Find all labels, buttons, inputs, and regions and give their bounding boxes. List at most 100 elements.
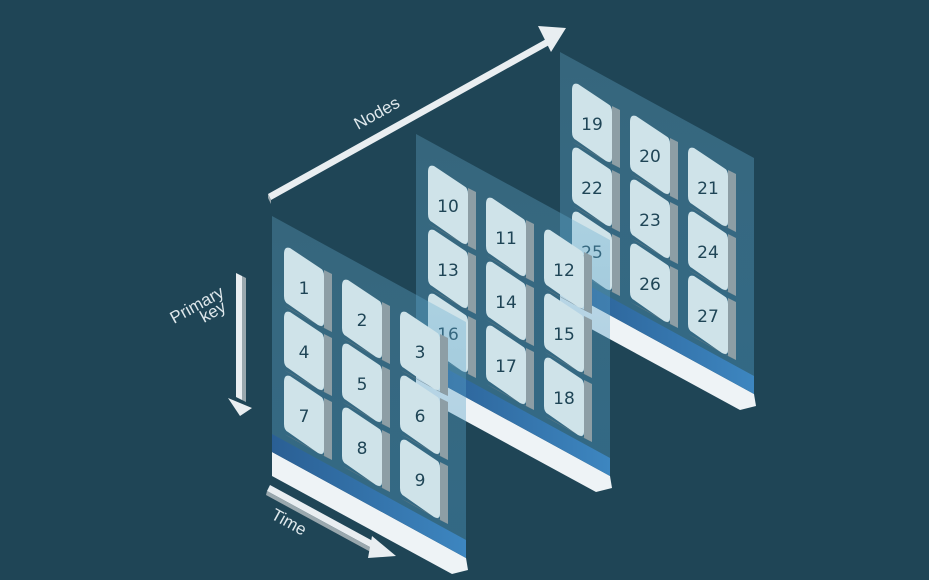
tile: 5 — [342, 343, 390, 428]
tile-side — [584, 380, 592, 442]
tile-face — [572, 83, 612, 162]
tile-face — [544, 229, 584, 308]
tile-face — [630, 115, 670, 194]
tile: 10 — [428, 165, 476, 250]
tile-number: 20 — [639, 147, 661, 167]
node-base-edge — [272, 452, 468, 574]
tile: 24 — [688, 211, 736, 296]
tile-side — [612, 106, 620, 168]
tile-face — [342, 407, 382, 486]
tile-number: 23 — [639, 211, 661, 231]
primary-key-axis-arrow — [228, 273, 252, 416]
tile: 1 — [284, 247, 332, 332]
tile: 21 — [688, 147, 736, 232]
tile-number: 18 — [553, 389, 575, 409]
tile-number: 4 — [299, 343, 310, 363]
nodes-axis-arrow — [268, 26, 566, 204]
tile-side — [382, 302, 390, 364]
tile-side — [526, 284, 534, 346]
tile-number: 8 — [357, 439, 368, 459]
tile-number: 15 — [553, 325, 575, 345]
tile-side — [468, 316, 476, 378]
tile: 26 — [630, 243, 678, 328]
tile: 27 — [688, 275, 736, 360]
time-axis-arrow — [266, 485, 396, 558]
tile-side — [468, 188, 476, 250]
tile-side — [612, 234, 620, 296]
tile: 12 — [544, 229, 592, 314]
tile: 8 — [342, 407, 390, 492]
tile: 7 — [284, 375, 332, 460]
tile-number: 10 — [437, 197, 459, 217]
tile-face — [544, 357, 584, 436]
tile-face — [342, 279, 382, 358]
tile-side — [440, 398, 448, 460]
tile: 18 — [544, 357, 592, 442]
tile-number: 22 — [581, 179, 603, 199]
tile-face — [688, 275, 728, 354]
tile-side — [526, 348, 534, 410]
tile-number: 7 — [299, 407, 310, 427]
tile-number: 3 — [415, 343, 426, 363]
tile: 4 — [284, 311, 332, 396]
tile-side — [440, 462, 448, 524]
tile-face — [428, 229, 468, 308]
tile-number: 5 — [357, 375, 368, 395]
tile-side — [584, 252, 592, 314]
tile: 14 — [486, 261, 534, 346]
tile: 17 — [486, 325, 534, 410]
tile-face — [630, 179, 670, 258]
tile-face — [428, 165, 468, 244]
tile-face — [284, 311, 324, 390]
tile-face — [284, 247, 324, 326]
tile: 23 — [630, 179, 678, 264]
tile-side — [324, 334, 332, 396]
tile-face — [284, 375, 324, 454]
tile: 15 — [544, 293, 592, 378]
tile-side — [670, 266, 678, 328]
tile-face — [630, 243, 670, 322]
node-base-top — [272, 434, 466, 558]
tile-side — [324, 270, 332, 332]
tile-side — [612, 170, 620, 232]
tile-face — [400, 311, 440, 390]
tile-face — [544, 293, 584, 372]
tile: 20 — [630, 115, 678, 200]
tile-number: 17 — [495, 357, 517, 377]
tile-face — [486, 261, 526, 340]
tile-face — [486, 325, 526, 404]
tile-number: 12 — [553, 261, 575, 281]
tile-side — [468, 252, 476, 314]
tile-number: 14 — [495, 293, 517, 313]
tile-side — [728, 234, 736, 296]
tile-number: 1 — [299, 279, 310, 299]
tile: 11 — [486, 197, 534, 282]
tile-side — [670, 138, 678, 200]
tile-side — [728, 298, 736, 360]
tile: 6 — [400, 375, 448, 460]
tile: 2 — [342, 279, 390, 364]
tile-side — [584, 316, 592, 378]
tile-side — [526, 220, 534, 282]
tile-face — [400, 439, 440, 518]
tile-face — [688, 211, 728, 290]
tile-face — [400, 375, 440, 454]
nodes-layer: 1920212223242526271011121314151617181234… — [272, 52, 756, 574]
tile-face — [342, 343, 382, 422]
tile-side — [382, 430, 390, 492]
tile-number: 26 — [639, 275, 661, 295]
tile-number: 21 — [697, 179, 719, 199]
tile: 22 — [572, 147, 620, 232]
tile-number: 2 — [357, 311, 368, 331]
tile-side — [324, 398, 332, 460]
tile-side — [382, 366, 390, 428]
tile-number: 6 — [415, 407, 426, 427]
tile-side — [670, 202, 678, 264]
tile-number: 24 — [697, 243, 719, 263]
tile: 13 — [428, 229, 476, 314]
tile: 19 — [572, 83, 620, 168]
tile-face — [688, 147, 728, 226]
tile-side — [728, 170, 736, 232]
